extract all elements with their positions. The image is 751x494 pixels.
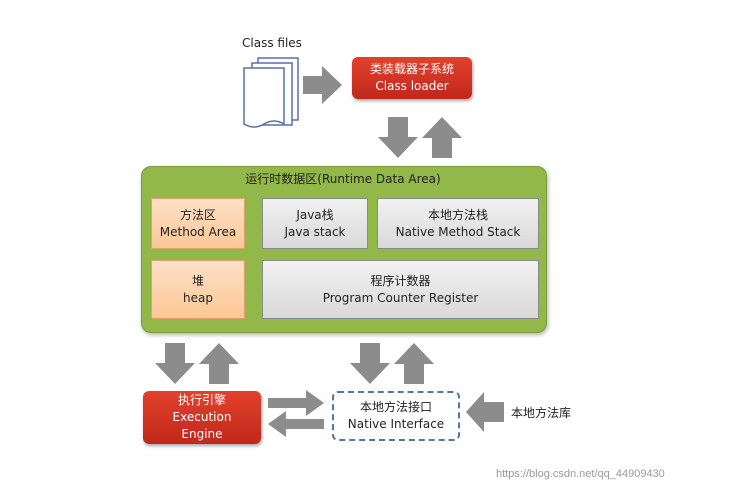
arrow-down-icon [155, 343, 195, 384]
watermark-text: https://blog.csdn.net/qq_44909430 [496, 468, 665, 480]
execution-engine-en-1: Execution [172, 410, 232, 424]
class-loader-title-zh: 类装载器子系统 [369, 62, 454, 76]
documents-icon [243, 57, 299, 128]
java-stack-en: Java stack [284, 224, 346, 239]
runtime-data-area-title: 运行时数据区(Runtime Data Area) [245, 172, 441, 186]
arrow-right-icon [268, 390, 324, 416]
native-library-label: 本地方法库 [511, 406, 572, 420]
native-method-stack-box: 本地方法栈 Native Method Stack [377, 198, 539, 249]
heap-box: 堆 heap [151, 260, 245, 319]
arrow-left-icon [466, 392, 504, 432]
method-area-zh: 方法区 [179, 207, 216, 222]
arrow-up-icon [199, 343, 239, 384]
native-method-stack-en: Native Method Stack [395, 224, 521, 239]
native-method-stack-zh: 本地方法栈 [427, 207, 488, 222]
class-files-label: Class files [242, 36, 302, 50]
native-interface-box: 本地方法接口 Native Interface [332, 391, 460, 441]
arrow-down-icon [350, 343, 390, 384]
class-loader-title-en: Class loader [375, 79, 449, 93]
program-counter-box: 程序计数器 Program Counter Register [262, 260, 539, 319]
native-interface-en: Native Interface [347, 417, 445, 431]
heap-zh: 堆 [191, 273, 204, 288]
arrow-right-icon [303, 66, 342, 104]
execution-engine-en-2: Engine [181, 427, 223, 441]
heap-en: heap [183, 290, 213, 305]
program-counter-en: Program Counter Register [322, 290, 479, 305]
execution-engine-box: 执行引擎 Execution Engine [143, 391, 261, 444]
native-interface-zh: 本地方法接口 [359, 400, 432, 414]
java-stack-box: Java栈 Java stack [262, 198, 368, 249]
arrow-up-icon [394, 343, 434, 384]
arrow-up-icon [422, 117, 462, 158]
arrow-left-icon [268, 411, 324, 437]
class-loader-box: 类装载器子系统 Class loader [352, 57, 472, 99]
arrow-down-icon [378, 117, 418, 158]
java-stack-zh: Java栈 [296, 207, 334, 222]
method-area-en: Method Area [159, 224, 237, 239]
program-counter-zh: 程序计数器 [370, 273, 431, 288]
execution-engine-zh: 执行引擎 [177, 393, 226, 407]
method-area-box: 方法区 Method Area [151, 198, 245, 249]
